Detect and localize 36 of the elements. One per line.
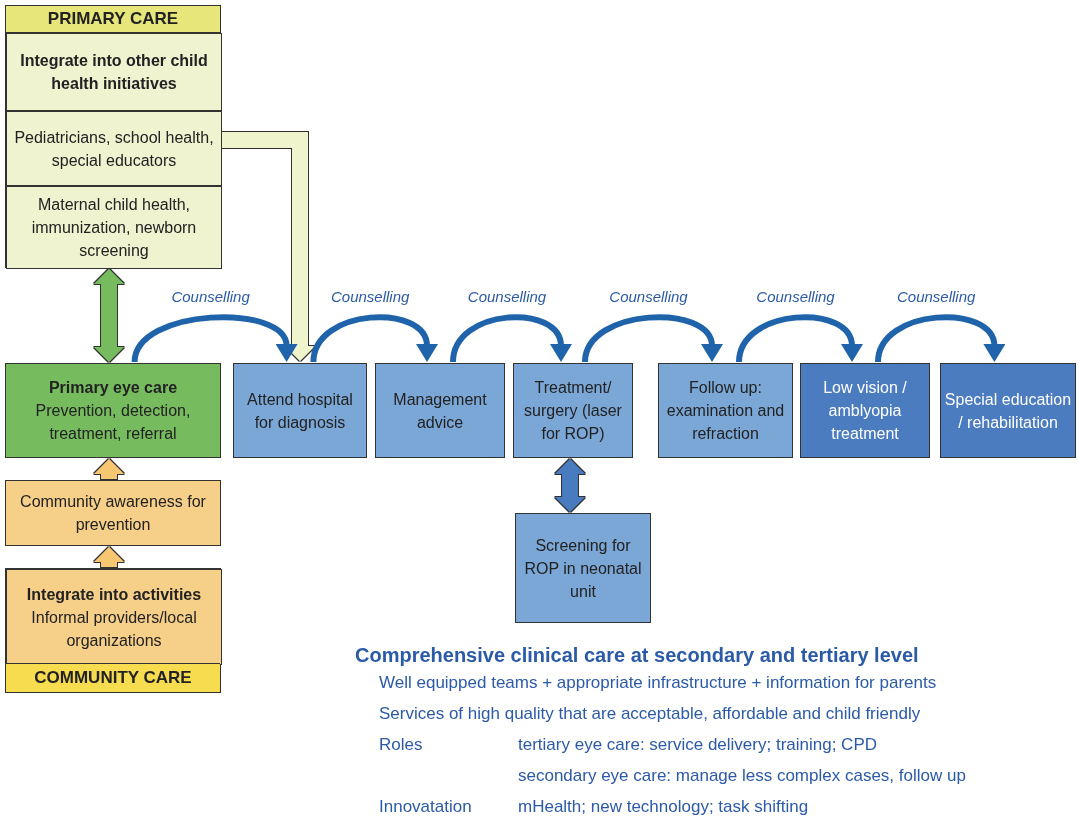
curved-arrow	[450, 314, 572, 363]
curved-arrow	[582, 314, 723, 363]
process-box: Low vision / amblyopia treatment	[800, 363, 930, 458]
process-box: Follow up: examination and refraction	[658, 363, 793, 458]
note-text: Well equipped teams + appropriate infrastructure + information for parents	[379, 672, 937, 694]
block-arrow	[94, 269, 124, 362]
section-heading: Comprehensive clinical care at secondary and tertiary level	[355, 643, 919, 668]
process-box: Screening for ROP in neonatal unit	[515, 513, 651, 623]
panel-heading: PRIMARY CARE	[6, 6, 220, 33]
process-box: Management advice	[375, 363, 505, 458]
note-text: Roles	[379, 734, 423, 756]
process-box: Community awareness for prevention	[5, 480, 221, 546]
note-text: Services of high quality that are acceptable, affordable and child friendly	[379, 703, 921, 725]
process-box: Maternal child health, immunization, newborn screening	[6, 186, 222, 269]
process-box: Pediatricians, school health, special educators	[6, 111, 222, 186]
note-text: Innovatation	[379, 796, 472, 818]
block-arrow	[555, 459, 585, 512]
note-text: secondary eye care: manage less complex cases, follow up	[518, 765, 966, 787]
note-text: tertiary eye care: service delivery; training; CPD	[518, 734, 878, 756]
curved-arrow	[131, 314, 297, 363]
panel-heading: COMMUNITY CARE	[6, 663, 220, 692]
process-box: Attend hospital for diagnosis	[233, 363, 367, 458]
curved-arrow	[736, 314, 863, 363]
note-text: mHealth; new technology; task shifting	[518, 796, 809, 818]
block-arrow	[94, 547, 124, 567]
curved-arrow	[875, 314, 1005, 363]
process-box: Integrate into activities Informal providers/local organizations	[6, 569, 222, 665]
curved-arrow	[310, 314, 438, 363]
process-box: Integrate into other child health initiatives	[6, 33, 222, 111]
community-care-panel	[5, 568, 221, 693]
process-box: Special education / rehabilitation	[940, 363, 1076, 458]
primary-care-panel	[5, 5, 221, 268]
block-arrow	[94, 459, 124, 479]
process-box: Treatment/ surgery (laser for ROP)	[513, 363, 633, 458]
process-box: Primary eye care Prevention, detection, treatment, referral	[5, 363, 221, 458]
block-arrow	[221, 132, 315, 361]
